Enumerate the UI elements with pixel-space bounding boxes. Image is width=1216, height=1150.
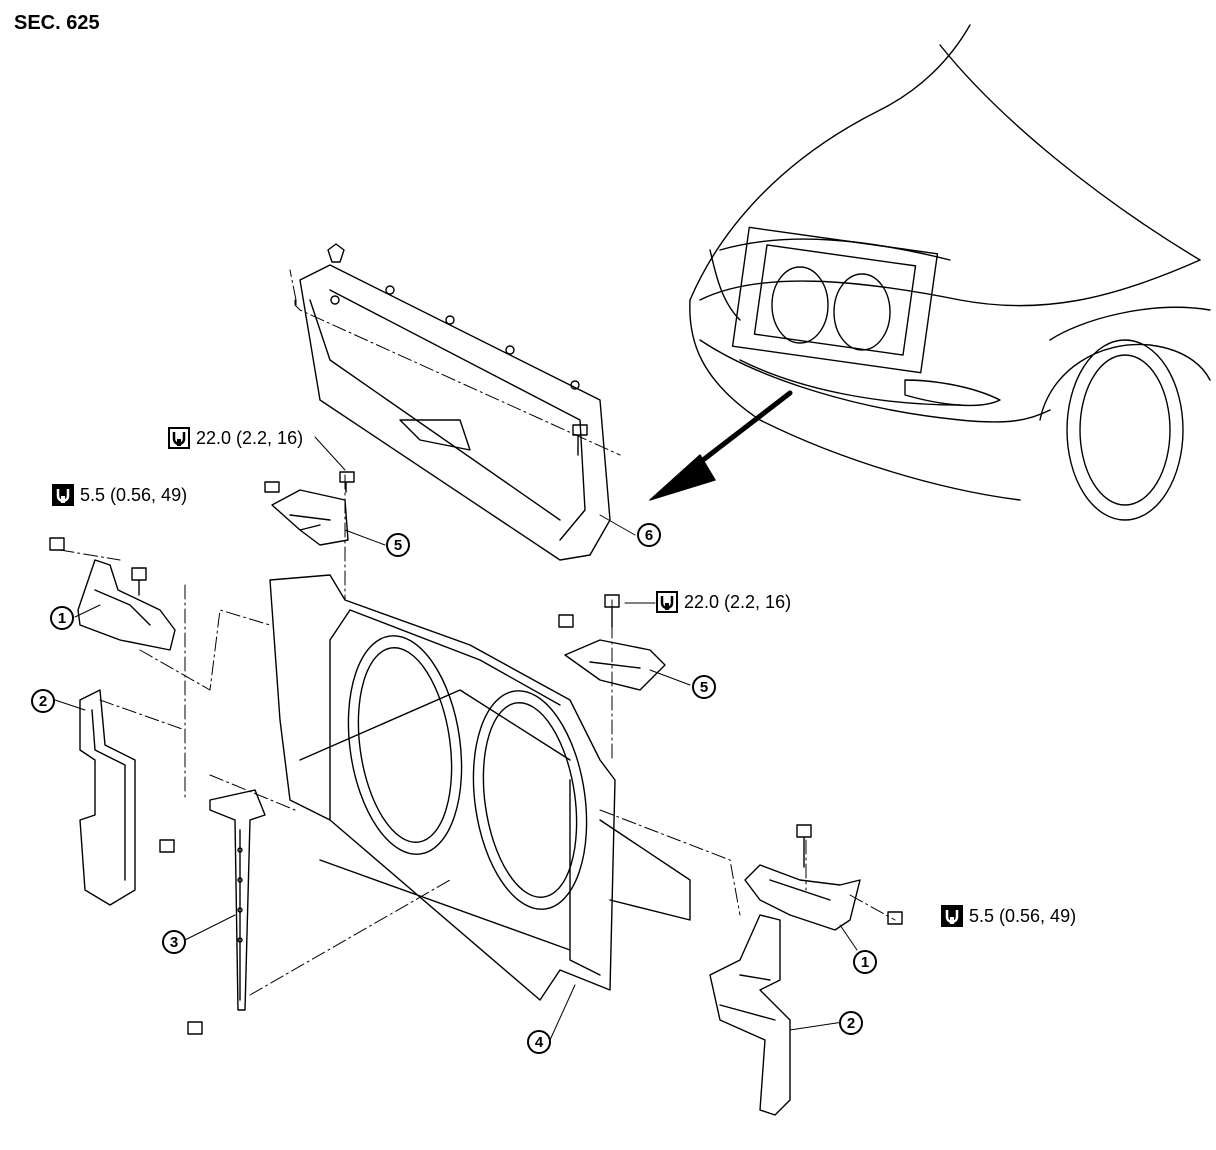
torque-spec-left: 5.5 (0.56, 49) — [52, 484, 187, 506]
part-5-upper-bracket — [264, 471, 355, 546]
torque-wrench-icon — [168, 427, 190, 449]
callout-part-5-upper: 5 — [386, 533, 410, 557]
part-3-center-stay — [159, 789, 266, 1035]
part-1-right-bracket — [744, 824, 903, 931]
section-label: SEC. 625 — [14, 12, 100, 34]
part-2-right-deflector — [709, 914, 791, 1116]
part-6-upper-core-support — [289, 243, 621, 561]
part-1-left-bracket — [49, 537, 176, 651]
torque-wrench-icon — [52, 484, 74, 506]
torque-spec-upper-right: 22.0 (2.2, 16) — [656, 591, 791, 613]
part-2-left-deflector — [79, 689, 136, 906]
callout-part-1-left: 1 — [50, 606, 74, 630]
torque-value: 5.5 (0.56, 49) — [969, 905, 1077, 926]
vehicle-front-illustration — [689, 24, 1211, 521]
callout-part-4: 4 — [527, 1030, 551, 1054]
part-5-right-bracket — [558, 594, 666, 691]
torque-spec-upper-left: 22.0 (2.2, 16) — [168, 427, 303, 449]
torque-value: 22.0 (2.2, 16) — [684, 591, 792, 612]
torque-value: 5.5 (0.56, 49) — [80, 484, 188, 505]
torque-wrench-icon — [941, 905, 963, 927]
part-4-core-support-frame — [269, 574, 691, 1001]
assembly-guide-lines — [59, 474, 896, 996]
callout-part-1-right: 1 — [853, 950, 877, 974]
torque-spec-right: 5.5 (0.56, 49) — [941, 905, 1076, 927]
callout-part-5-right: 5 — [692, 675, 716, 699]
torque-value: 22.0 (2.2, 16) — [196, 427, 304, 448]
callout-part-2-right: 2 — [839, 1011, 863, 1035]
callout-part-6: 6 — [637, 523, 661, 547]
torque-wrench-icon — [656, 591, 678, 613]
callout-leader-lines — [54, 436, 858, 1041]
callout-part-3: 3 — [162, 930, 186, 954]
view-direction-arrow — [649, 390, 793, 501]
callout-part-2-left: 2 — [31, 689, 55, 713]
